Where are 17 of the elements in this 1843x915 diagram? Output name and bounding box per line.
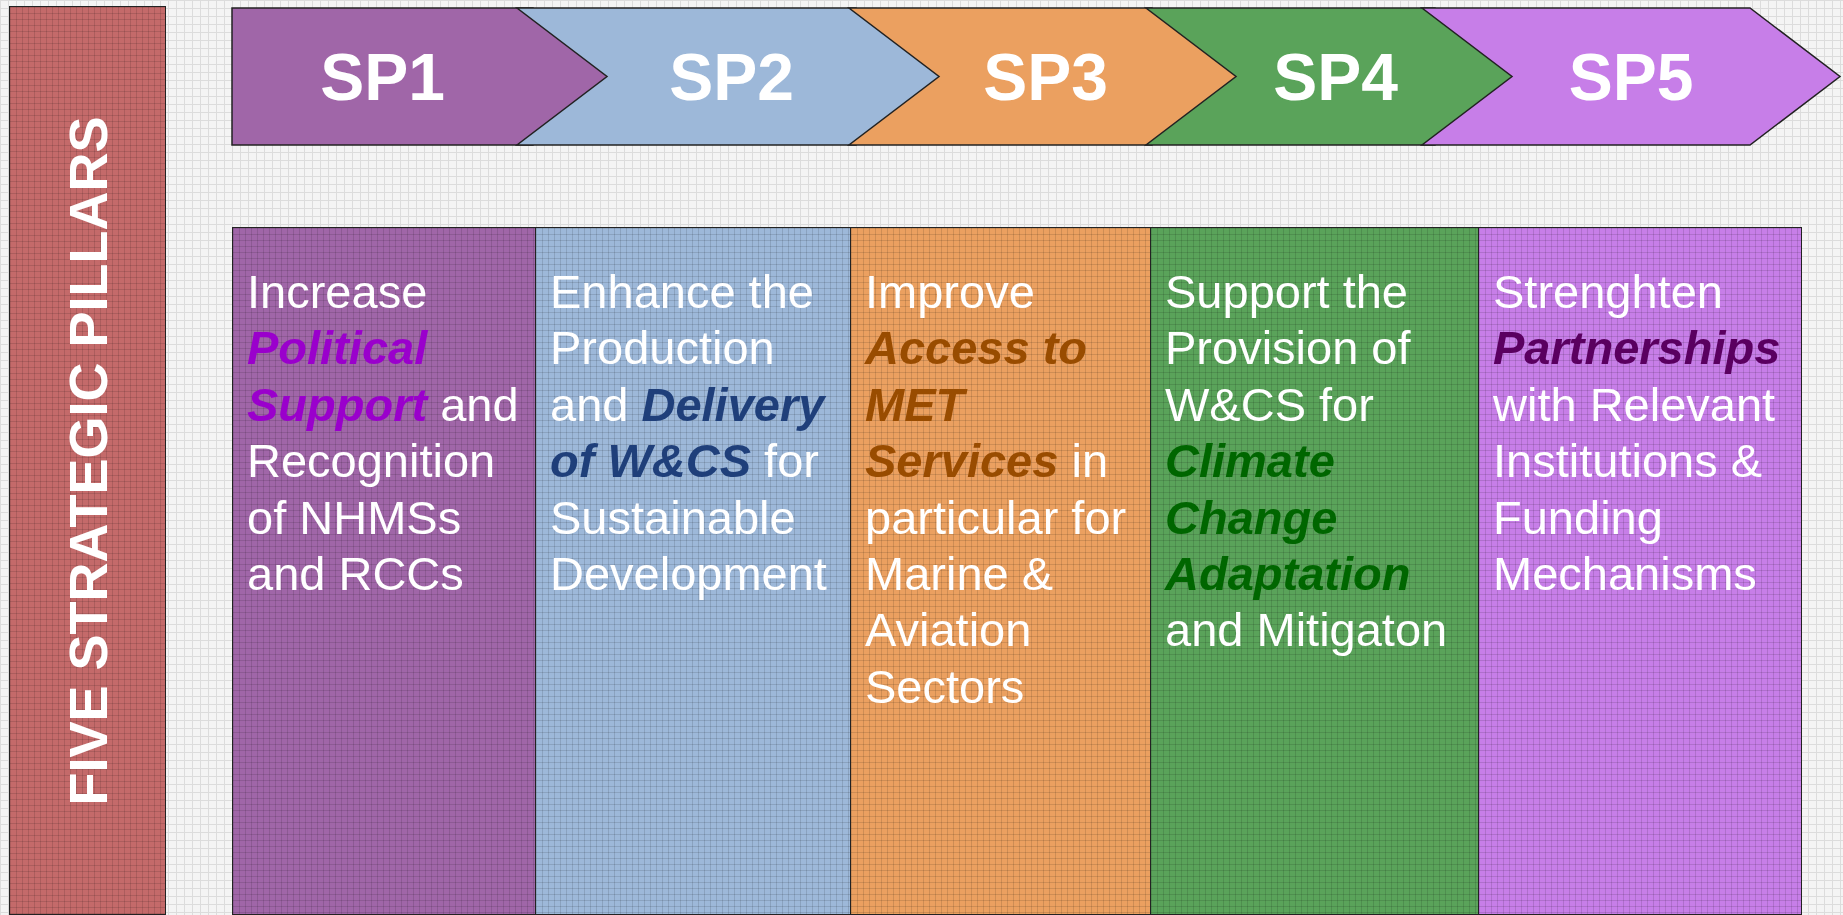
pillar-column — [535, 227, 851, 915]
pillar-description: Support the Provision of W&CS for Climate Change Adaptation and Mitigaton — [1165, 264, 1449, 659]
pillar-description: Enhance the Production and Delivery of W&CS for Sustainable Development — [550, 264, 828, 602]
pillar-column — [1150, 227, 1479, 915]
pillar-label: SP5 — [1568, 38, 1694, 115]
pillar-column — [232, 227, 536, 915]
pillar-label: SP3 — [983, 38, 1108, 115]
pillar-description: Strenghten Partnerships with Relevant Institutions & Funding Mechanisms — [1493, 264, 1782, 602]
pillar-label: SP1 — [320, 38, 445, 115]
pillar-description: Increase Political Support and Recognition of NHMSs and RCCs — [247, 264, 520, 602]
pillar-label: SP2 — [669, 38, 794, 115]
pillar-column — [850, 227, 1151, 915]
banner-title: FIVE STRATEGIC PILLARS — [56, 116, 119, 805]
pillar-banner — [9, 6, 166, 915]
pillar-description: Improve Access to MET Services in particular for Marine & Aviation Sectors — [865, 264, 1128, 715]
pillar-label: SP4 — [1273, 38, 1398, 115]
pillar-column — [1478, 227, 1802, 915]
